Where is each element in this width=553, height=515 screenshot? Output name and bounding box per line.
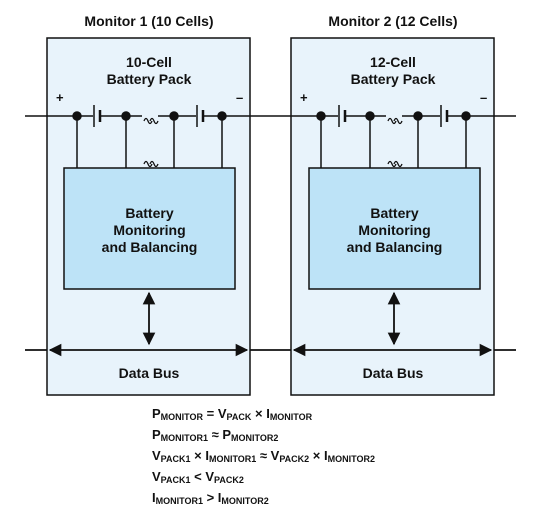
monitor2-bmb-label: Battery Monitoring and Balancing [309, 205, 480, 256]
monitor1-minus-terminal: – [236, 90, 244, 105]
pack-label-line: Battery Pack [350, 71, 436, 87]
monitor2-plus-terminal: + [300, 90, 308, 105]
cell-symbol [196, 105, 205, 127]
sense-taps-monitor2 [316, 111, 471, 168]
monitor1-bmb-label: Battery Monitoring and Balancing [64, 205, 235, 256]
pack-label-line: 12-Cell [370, 54, 416, 70]
equation-line: VPACK1 × IMONITOR1 ≈ VPACK2 × IMONITOR2 [152, 448, 375, 464]
bmb-label-line: Battery [125, 205, 174, 221]
bmb-label-line: and Balancing [101, 239, 198, 255]
power-equations: PMONITOR = VPACK × IMONITOR PMONITOR1 ≈ … [152, 405, 375, 510]
monitor1-bmb-block [63, 167, 236, 290]
cell-symbol [93, 105, 102, 127]
equation-line: PMONITOR1 ≈ PMONITOR2 [152, 427, 279, 443]
equation-line: VPACK1 < VPACK2 [152, 469, 244, 485]
pack-label-line: 10-Cell [126, 54, 172, 70]
break-mark-icon [143, 117, 159, 125]
cell-symbol [440, 105, 449, 127]
equation-line: IMONITOR1 > IMONITOR2 [152, 490, 269, 506]
equation-line: PMONITOR = VPACK × IMONITOR [152, 406, 313, 422]
cell-symbol [338, 105, 347, 127]
monitor2-pack-label: 12-Cell Battery Pack [323, 54, 463, 88]
pack-label-line: Battery Pack [106, 71, 192, 87]
bmb-label-line: Monitoring [358, 222, 431, 238]
break-mark-icon [387, 117, 403, 125]
bmb-label-line: and Balancing [346, 239, 443, 255]
break-mark-icon [143, 160, 159, 168]
monitor2-data-bus-label: Data Bus [362, 365, 424, 381]
break-mark-icon [387, 160, 403, 168]
monitor2-minus-terminal: – [480, 90, 488, 105]
monitor1-pack-label: 10-Cell Battery Pack [79, 54, 219, 88]
monitor1-data-bus-label: Data Bus [118, 365, 180, 381]
monitor2-bmb-block [308, 167, 481, 290]
bmb-label-line: Battery [370, 205, 419, 221]
sense-taps-monitor1 [72, 111, 227, 168]
bmb-label-line: Monitoring [113, 222, 186, 238]
monitor2-title: Monitor 2 (12 Cells) [328, 13, 458, 29]
monitor1-plus-terminal: + [56, 90, 64, 105]
monitor1-title: Monitor 1 (10 Cells) [84, 13, 214, 29]
